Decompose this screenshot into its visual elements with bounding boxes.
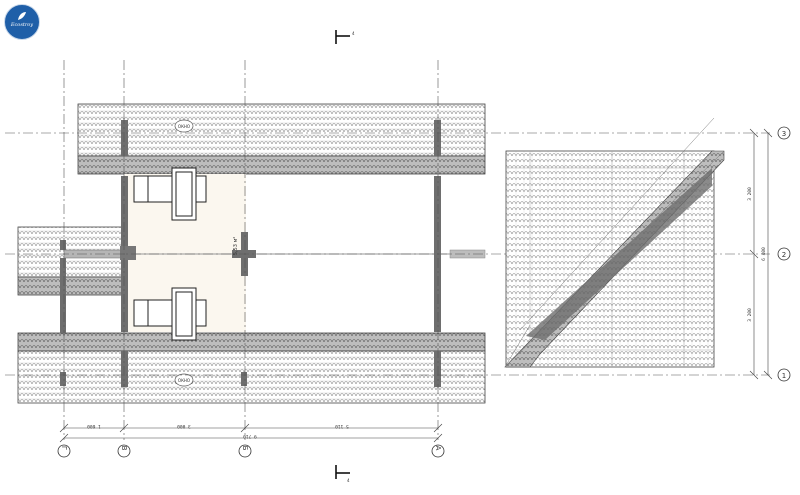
section-label-bottom: 4 <box>347 478 350 483</box>
post-g-bottom <box>60 372 66 386</box>
window-tag-top-label: ОКНО <box>178 124 190 129</box>
post-b-bottom <box>241 372 247 386</box>
column-bubble-b: Б <box>238 444 252 458</box>
section-marker-top <box>335 30 350 44</box>
dim-bottom-total: 9 710 <box>243 433 257 439</box>
node-v <box>120 246 136 260</box>
bed-top <box>133 167 207 221</box>
dimension-lines-bottom <box>59 423 443 443</box>
company-logo: Ecostroy <box>4 4 40 40</box>
logo-text: Ecostroy <box>10 22 34 28</box>
post-v-bottom <box>121 351 128 387</box>
dim-bottom-segment-3: 5 110 <box>335 423 349 429</box>
dim-bottom-segment-1: 1 600 <box>87 423 101 429</box>
dim-bottom-segment-2: 3 000 <box>177 423 191 429</box>
roof-valley-ridge <box>526 168 712 340</box>
post-a-bottom <box>434 351 441 387</box>
roof-slope-bottom <box>17 350 486 404</box>
svg-text:1: 1 <box>782 372 786 380</box>
svg-text:2: 2 <box>782 251 786 259</box>
window-tag-top <box>174 119 194 133</box>
window-tag-bottom <box>174 373 194 387</box>
axis-lines <box>5 60 770 440</box>
room-area-label: 5,53 м² <box>233 237 239 256</box>
column-bubble-v: В <box>117 444 131 458</box>
row-bubble-2: 2 <box>777 247 791 261</box>
window-tag-bottom-label: ОКНО <box>178 378 190 383</box>
svg-text:В: В <box>120 446 128 451</box>
svg-text:А: А <box>434 446 442 451</box>
post-v-top <box>121 120 128 156</box>
bed-bottom <box>133 287 207 341</box>
eave-band-left <box>17 276 125 296</box>
column-bubble-a: А <box>431 444 445 458</box>
row-bubble-3: 3 <box>777 126 791 140</box>
section-label-top: 4 <box>352 31 355 36</box>
post-g-top <box>60 240 66 250</box>
dimension-lines-right <box>749 128 773 380</box>
post-g-mid <box>60 258 66 333</box>
svg-text:3: 3 <box>782 130 786 138</box>
leaf-icon <box>18 12 26 20</box>
roof-plan-right-guides <box>504 117 725 368</box>
post-a-top <box>434 120 441 156</box>
dim-right-total: 6 400 <box>761 247 767 261</box>
eave-band-bottom <box>17 332 486 352</box>
dim-right-segment-1: 3 200 <box>747 187 753 201</box>
dim-right-segment-2: 3 200 <box>747 308 753 322</box>
column-bubble-g: Г <box>57 444 71 458</box>
section-marker-bottom <box>335 465 350 479</box>
roof-slope-top <box>77 103 486 157</box>
svg-text:Г: Г <box>60 446 68 450</box>
svg-text:Б: Б <box>241 446 249 451</box>
eave-band-top <box>77 155 486 175</box>
row-bubble-1: 1 <box>777 368 791 382</box>
